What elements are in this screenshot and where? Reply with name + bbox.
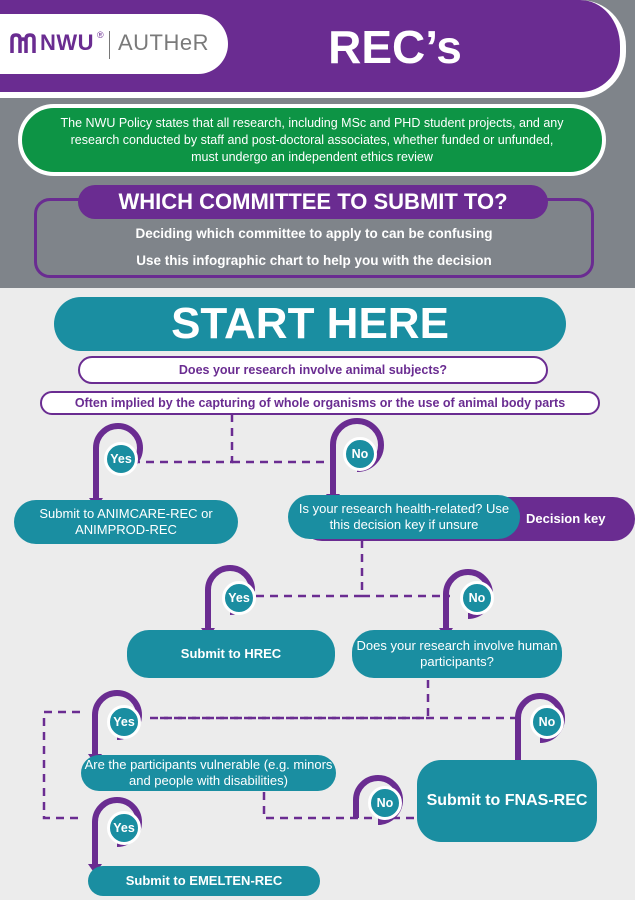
yes-bubble-health: Yes xyxy=(222,581,256,615)
outcome-hrec: Submit to HREC xyxy=(127,630,335,678)
no-bubble-health: No xyxy=(460,581,494,615)
connector-human-yes xyxy=(150,680,430,720)
decision-key-label: Decision key xyxy=(526,511,606,526)
question-human-participants: Does your research involve human partici… xyxy=(352,630,562,678)
outcome-emelten-rec: Submit to EMELTEN-REC xyxy=(88,866,320,896)
which-committee-line-1: Deciding which committee to apply to can… xyxy=(135,226,493,241)
question-animal-subjects: Does your research involve animal subjec… xyxy=(78,356,548,384)
question-health-related: Is your research health-related? Use thi… xyxy=(288,495,520,539)
connector-health-yes xyxy=(238,540,364,598)
logo-pill xyxy=(0,14,228,74)
connector-vulnerable-no xyxy=(262,792,420,820)
no-bubble-vulnerable: No xyxy=(368,786,402,820)
outcome-fnas-rec: Submit to FNAS-REC xyxy=(417,760,597,842)
outcome-animcare-rec: Submit to ANIMCARE-REC or ANIMPROD-REC xyxy=(14,500,238,544)
logo-name: NWU xyxy=(40,30,95,55)
policy-statement: The NWU Policy states that all research,… xyxy=(18,104,606,176)
page-title: REC’s xyxy=(328,21,462,73)
yes-bubble-human: Yes xyxy=(107,705,141,739)
animal-subjects-hint: Often implied by the capturing of whole … xyxy=(40,391,600,415)
yes-bubble-vulnerable: Yes xyxy=(107,811,141,845)
yes-bubble-animals: Yes xyxy=(104,442,138,476)
no-bubble-animals: No xyxy=(343,437,377,471)
which-committee-line-2: Use this infographic chart to help you w… xyxy=(136,253,492,268)
start-here: START HERE xyxy=(54,297,566,351)
nwu-logo-icon xyxy=(10,33,36,53)
which-committee-title: WHICH COMMITTEE TO SUBMIT TO? xyxy=(78,185,548,219)
logo-registered-mark: ® xyxy=(97,30,104,40)
question-vulnerable-participants: Are the participants vulnerable (e.g. mi… xyxy=(81,755,336,791)
logo-divider xyxy=(109,31,110,59)
logo-subtitle: AUTHeR xyxy=(118,30,210,55)
no-bubble-human: No xyxy=(530,705,564,739)
connector-loop-left xyxy=(42,710,80,820)
